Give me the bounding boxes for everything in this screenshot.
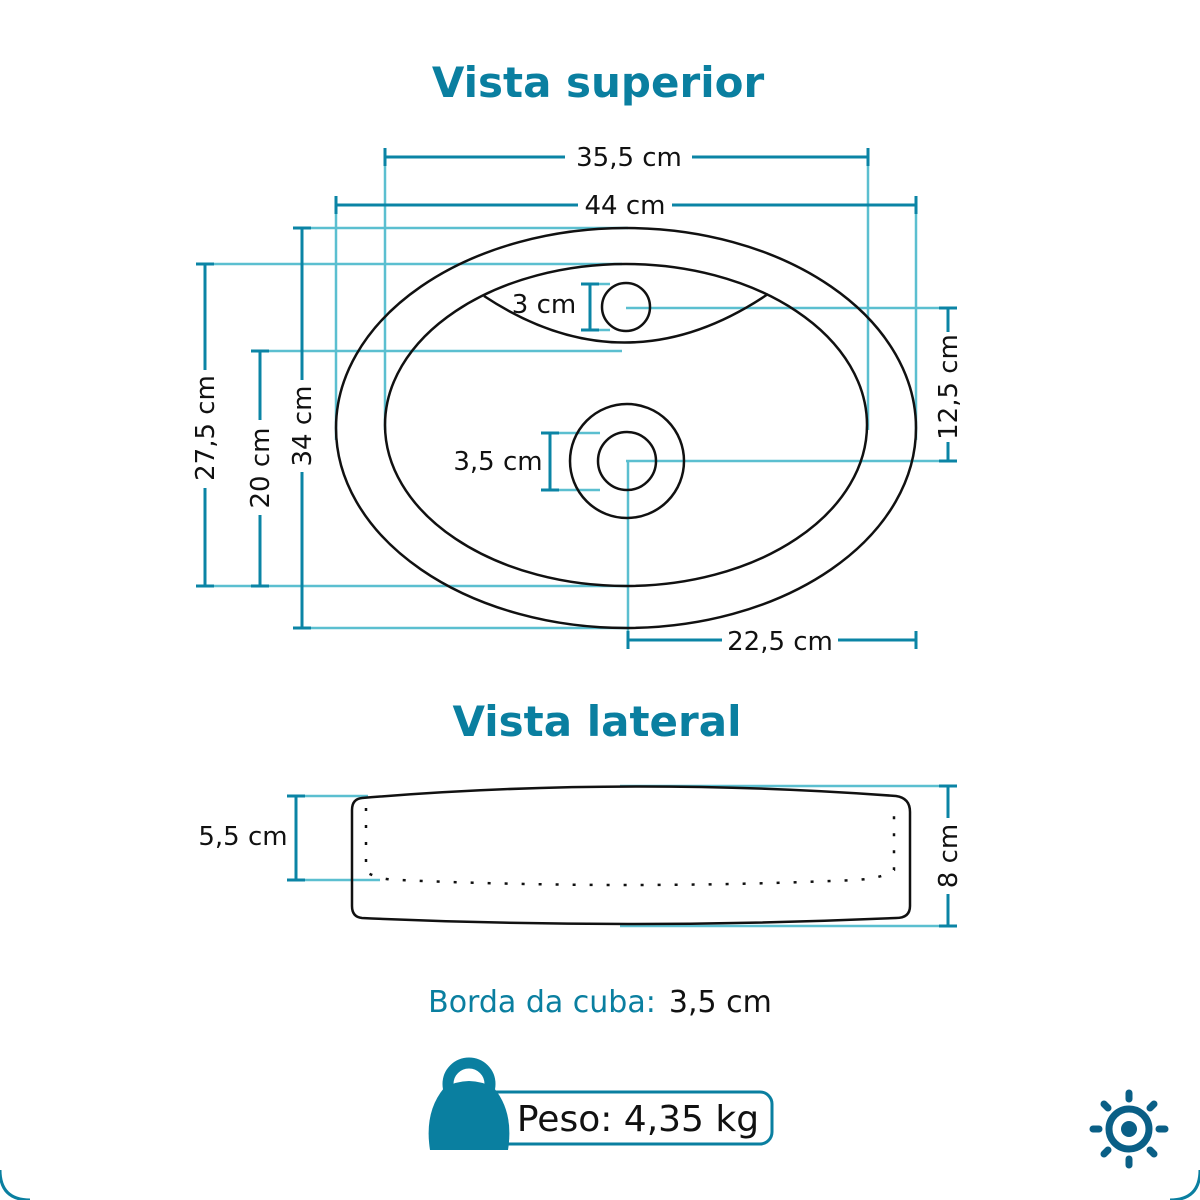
faucet-deck-curve [483, 292, 769, 344]
basin-inner-bowl [383, 262, 869, 588]
label-offset-horizontal: 22,5 cm [727, 627, 833, 657]
frame-corner-right [1169, 1169, 1200, 1200]
side-extension-lines [296, 784, 950, 928]
borda-value: 3,5 cm [669, 985, 772, 1020]
side-view-title: Vista lateral [453, 697, 742, 746]
peso-text: Peso: 4,35 kg [517, 1099, 759, 1140]
side-dimension-lines [287, 784, 957, 928]
label-offset-vertical: 12,5 cm [934, 334, 964, 440]
drain-outer-ring [568, 402, 686, 520]
label-width-inner: 35,5 cm [576, 143, 682, 173]
basin-outer-rim [334, 226, 918, 630]
basin-inner-hidden-line [364, 808, 896, 887]
frame-corner-left [0, 1169, 31, 1200]
label-outer-height: 8 cm [934, 824, 964, 888]
label-drain-top: 3 cm [512, 290, 576, 320]
label-width-outer: 44 cm [585, 191, 666, 221]
label-inner-height: 5,5 cm [198, 822, 287, 852]
label-depth-total: 27,5 cm [191, 375, 221, 481]
top-view-title: Vista superior [432, 58, 765, 107]
borda-line: Borda da cuba: 3,5 cm [428, 985, 772, 1020]
basin-side-outline [350, 785, 912, 926]
basin-top-outline [334, 226, 918, 630]
borda-label: Borda da cuba: [428, 985, 656, 1020]
drain-hole [596, 430, 658, 492]
weight-icon [428, 1057, 510, 1150]
label-drain-main: 3,5 cm [453, 447, 542, 477]
label-depth-outer: 34 cm [288, 386, 318, 467]
sun-icon [1089, 1089, 1169, 1169]
top-extension-lines [205, 157, 950, 644]
label-depth-inner: 20 cm [246, 428, 276, 509]
faucet-hole [600, 281, 652, 333]
top-dimension-lines [196, 148, 957, 649]
